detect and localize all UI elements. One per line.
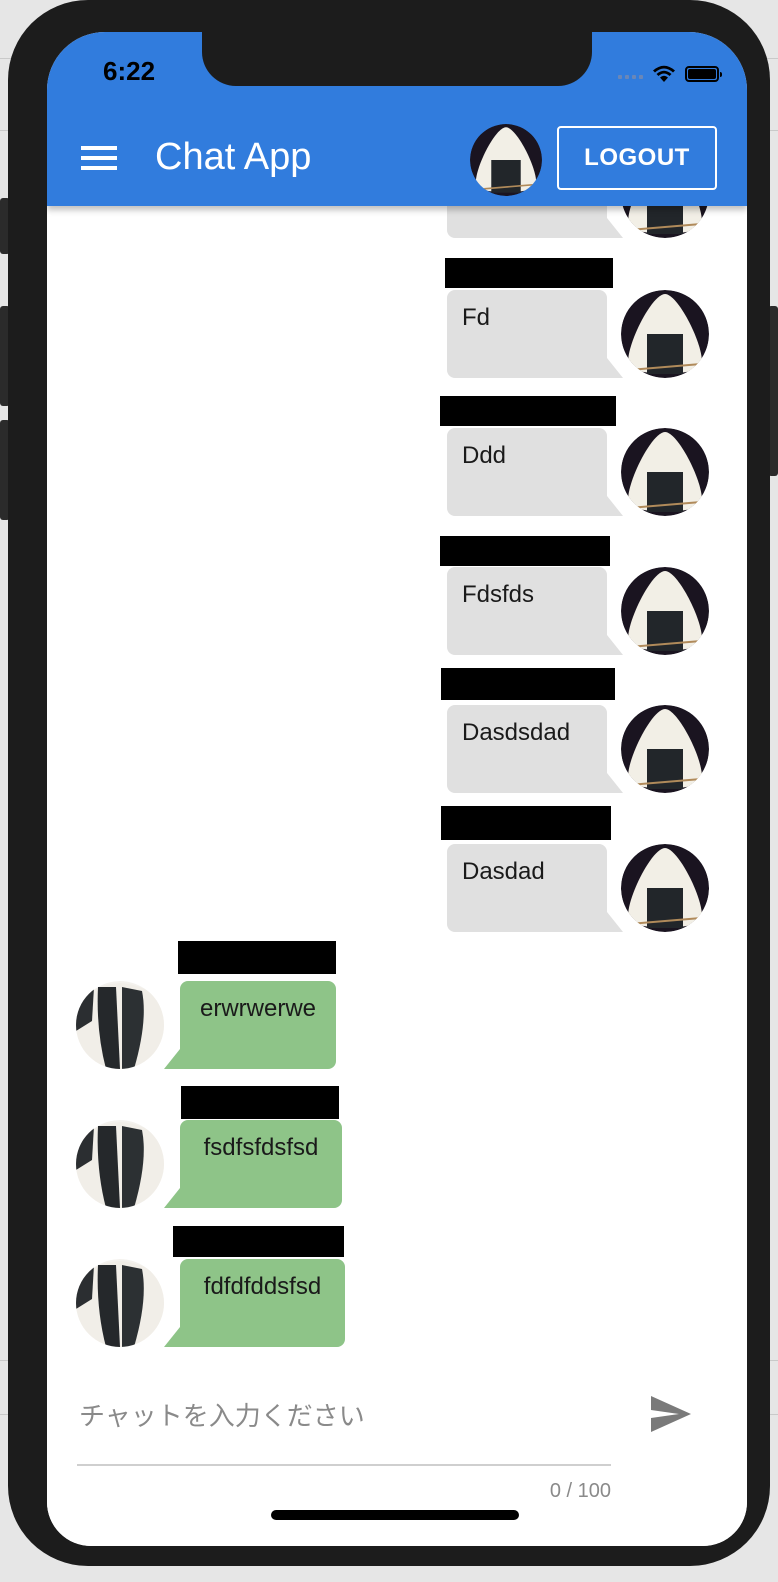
onigiri-avatar-icon [621,567,709,655]
onigiri-avatar-icon [621,705,709,793]
input-underline [77,1464,611,1466]
battery-icon [685,66,722,82]
sender-name-redacted [440,396,616,426]
message-bubble-mine: Ddd [447,428,623,516]
onigiri-avatar-icon [621,290,709,378]
message-text: fsdfsfdsfsd [203,1134,319,1161]
onigiri-avatar-icon [470,124,542,196]
onigiri-avatar-icon [621,428,709,516]
sender-name-redacted [441,668,615,700]
avatar-other [76,1259,164,1347]
volume-up-button [0,306,10,406]
message-bubble-mine: Fdsfds [447,567,623,655]
message-text: Fdsfds [462,581,535,608]
avatar-mine [621,428,709,516]
device-notch [202,32,592,86]
send-button[interactable] [649,1394,693,1434]
logout-button[interactable]: LOGOUT [557,126,717,190]
onigiri-pair-avatar-icon [76,981,164,1069]
message-bubble-mine: Dasdsdad [447,705,623,793]
avatar-other [76,981,164,1069]
avatar-mine [621,705,709,793]
message-text: Ddd [462,442,507,469]
status-icons [618,64,722,84]
message-text: Fd [462,304,491,331]
message-bubble-mine: Dasdad [447,844,623,932]
mute-switch [0,198,10,254]
status-time: 6:22 [103,56,156,86]
message-text: Dasdsdad [462,719,571,746]
user-avatar[interactable] [470,124,542,196]
sender-name-redacted [173,1226,344,1257]
onigiri-pair-avatar-icon [76,1120,164,1208]
power-button [768,306,778,476]
chat-input[interactable] [77,1392,615,1442]
wifi-icon [653,65,675,82]
onigiri-pair-avatar-icon [76,1259,164,1347]
message-text: fdfdfddsfsd [203,1273,322,1300]
sender-name-redacted [178,941,336,974]
message-bubble-other: erwrwerwe [164,981,336,1069]
sender-name-redacted [440,536,610,566]
hamburger-menu-icon[interactable] [81,146,117,172]
volume-down-button [0,420,10,520]
cellular-signal-icon [618,69,643,79]
phone-frame: Fd Ddd Fdsfds Dasdsdad D [8,0,770,1566]
avatar-other [76,1120,164,1208]
message-text: Dasdad [462,858,545,885]
message-text: erwrwerwe [199,995,316,1022]
avatar-mine [621,567,709,655]
onigiri-avatar-icon [621,844,709,932]
app-title: Chat App [155,136,312,178]
send-icon [651,1396,691,1432]
message-bubble-mine: Fd [447,290,623,378]
sender-name-redacted [181,1086,339,1119]
message-bubble-other: fdfdfddsfsd [164,1259,345,1347]
message-list[interactable]: Fd Ddd Fdsfds Dasdsdad D [47,32,747,1372]
message-bubble-other: fsdfsfdsfsd [164,1120,342,1208]
sender-name-redacted [445,258,613,288]
sender-name-redacted [441,806,611,840]
avatar-mine [621,844,709,932]
screen: Fd Ddd Fdsfds Dasdsdad D [47,32,747,1546]
app-bar: 6:22 Chat App LOGOUT [47,32,747,206]
home-indicator [271,1510,519,1520]
character-counter: 0 / 100 [549,1480,611,1502]
avatar-mine [621,290,709,378]
